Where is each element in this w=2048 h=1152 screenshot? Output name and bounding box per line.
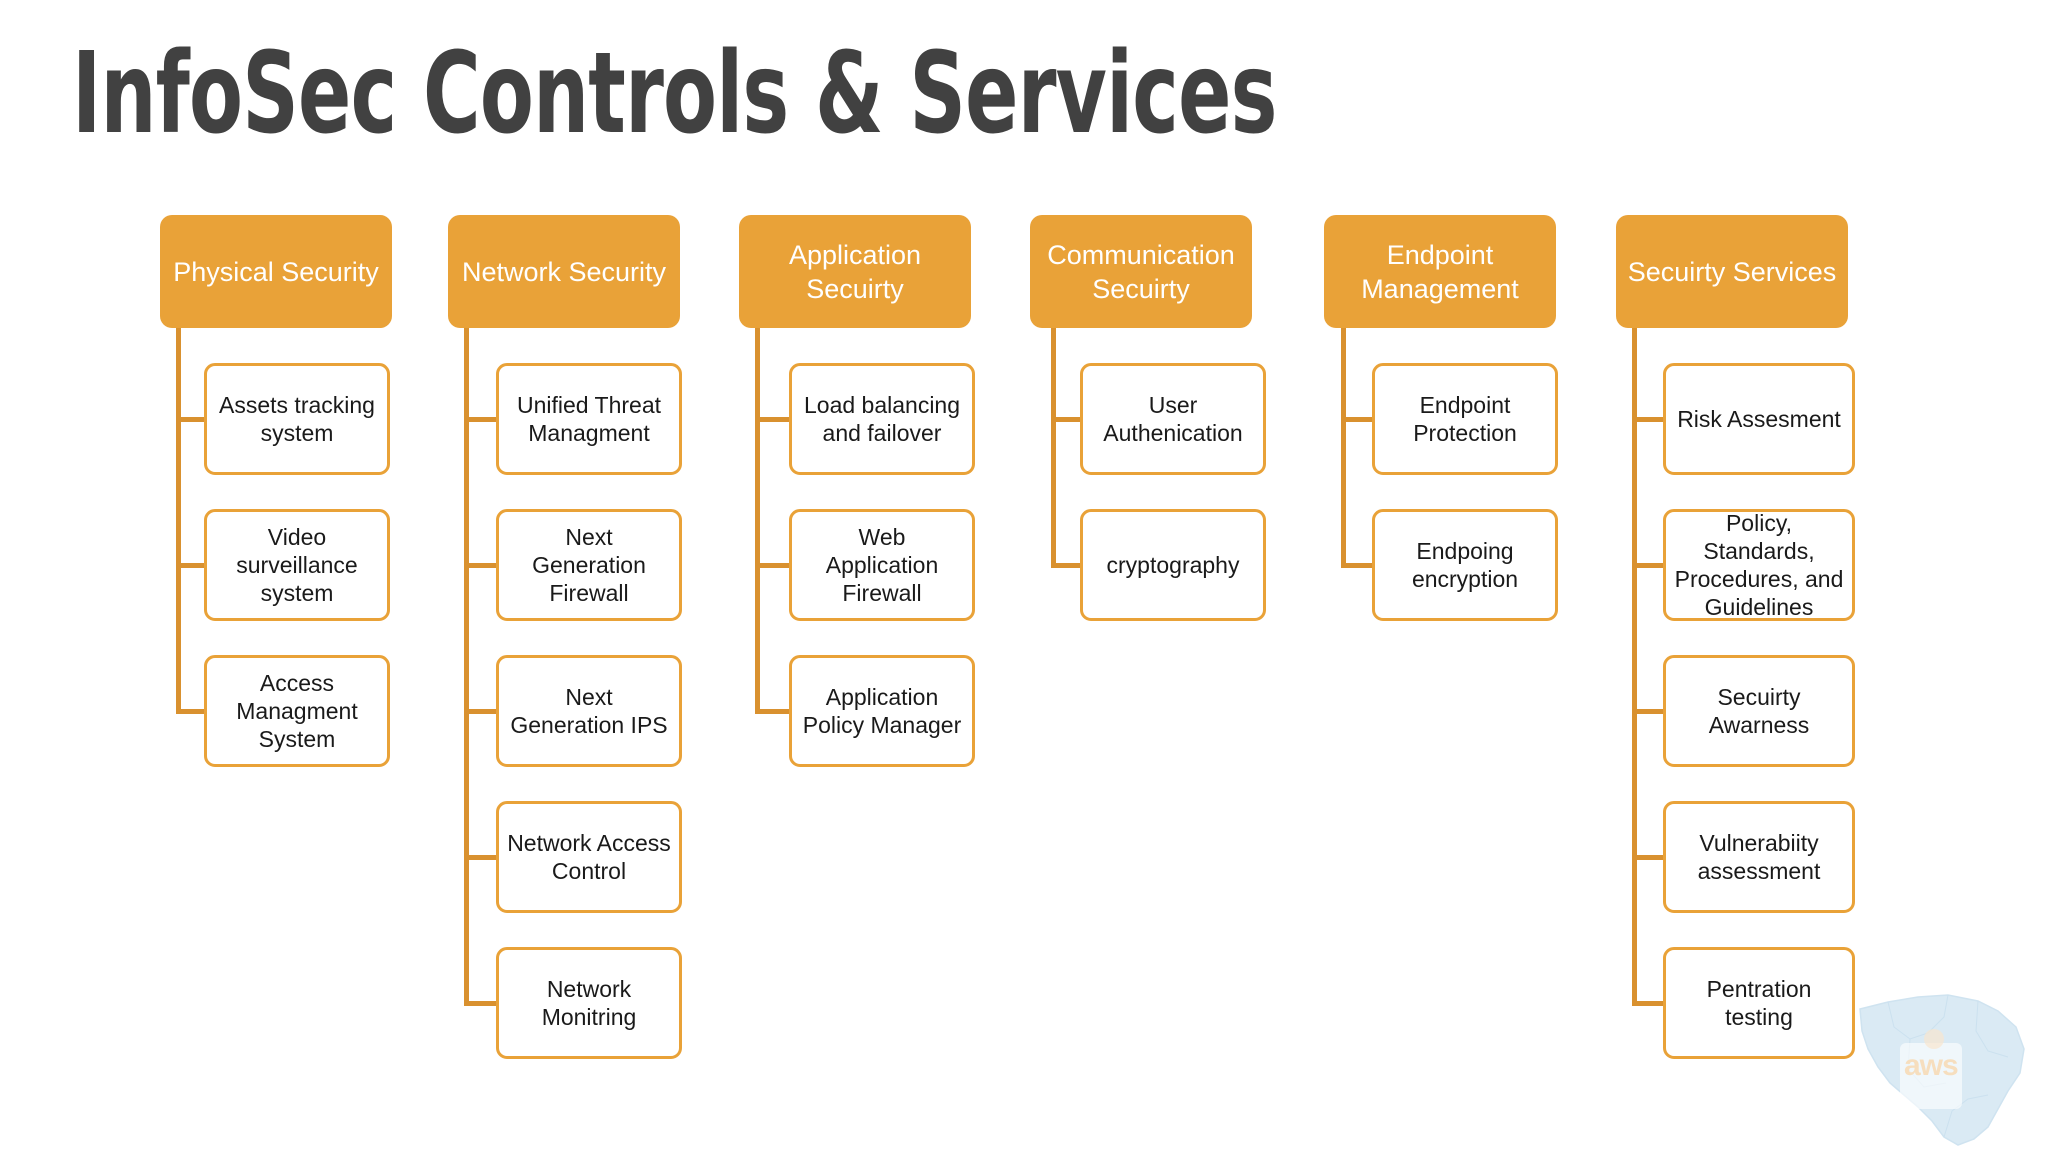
control-box[interactable]: Load balancing and failover bbox=[789, 363, 975, 475]
control-box-label: Unified Threat Managment bbox=[516, 392, 662, 446]
control-box[interactable]: User Authenication bbox=[1080, 363, 1266, 475]
connector-stub bbox=[1632, 855, 1663, 860]
page-title: InfoSec Controls & Services bbox=[72, 29, 1277, 159]
connector-stub bbox=[1051, 417, 1080, 422]
connector-stub bbox=[464, 855, 496, 860]
connector-trunk-communication-security bbox=[1051, 328, 1056, 568]
category-header-endpoint-management[interactable]: Endpoint Management bbox=[1324, 215, 1556, 328]
control-box[interactable]: Next Generation Firewall bbox=[496, 509, 682, 621]
control-box-label: Endpoint Protection bbox=[1413, 392, 1517, 446]
control-box[interactable]: Policy, Standards, Procedures, and Guide… bbox=[1663, 509, 1855, 621]
control-box[interactable]: Endpoing encryption bbox=[1372, 509, 1558, 621]
control-box[interactable]: Network Access Control bbox=[496, 801, 682, 913]
connector-trunk-physical-security bbox=[176, 328, 181, 714]
connector-stub bbox=[1051, 563, 1080, 568]
control-box[interactable]: Secuirty Awarness bbox=[1663, 655, 1855, 767]
control-box-label: Policy, Standards, Procedures, and Guide… bbox=[1674, 510, 1844, 620]
control-box-label: Web Application Firewall bbox=[825, 524, 939, 606]
control-box-label: Video surveillance system bbox=[236, 524, 358, 606]
connector-stub bbox=[176, 417, 204, 422]
category-header-label: Secuirty Services bbox=[1627, 256, 1837, 287]
control-box-label: Load balancing and failover bbox=[803, 392, 961, 446]
control-box[interactable]: Vulnerabiity assessment bbox=[1663, 801, 1855, 913]
category-header-network-security[interactable]: Network Security bbox=[448, 215, 680, 328]
control-box-label: Access Managment System bbox=[236, 670, 358, 752]
connector-stub bbox=[464, 563, 496, 568]
control-box[interactable]: Risk Assesment bbox=[1663, 363, 1855, 475]
category-header-label: Endpoint Management bbox=[1361, 239, 1519, 304]
control-box[interactable]: Application Policy Manager bbox=[789, 655, 975, 767]
connector-stub bbox=[1341, 417, 1372, 422]
control-box-label: User Authenication bbox=[1103, 392, 1243, 446]
category-header-label: Physical Security bbox=[173, 256, 379, 287]
control-box-label: Assets tracking system bbox=[219, 392, 375, 446]
control-box-label: Vulnerabiity assessment bbox=[1697, 830, 1821, 884]
connector-stub bbox=[464, 709, 496, 714]
control-box[interactable]: Video surveillance system bbox=[204, 509, 390, 621]
connector-stub bbox=[176, 563, 204, 568]
connector-stub bbox=[1632, 1001, 1663, 1006]
category-header-application-security[interactable]: Application Secuirty bbox=[739, 215, 971, 328]
connector-trunk-network-security bbox=[464, 328, 469, 1006]
control-box-label: Endpoing encryption bbox=[1411, 538, 1519, 592]
control-box[interactable]: Endpoint Protection bbox=[1372, 363, 1558, 475]
connector-stub bbox=[755, 709, 789, 714]
category-header-label: Application Secuirty bbox=[788, 239, 922, 304]
control-box[interactable]: Assets tracking system bbox=[204, 363, 390, 475]
category-header-communication-security[interactable]: Communication Secuirty bbox=[1030, 215, 1252, 328]
connector-stub bbox=[1632, 417, 1663, 422]
connector-trunk-security-services bbox=[1632, 328, 1637, 1006]
connector-stub bbox=[464, 417, 496, 422]
control-box[interactable]: Unified Threat Managment bbox=[496, 363, 682, 475]
control-box-label: Network Monitring bbox=[541, 976, 637, 1030]
connector-stub bbox=[1632, 709, 1663, 714]
control-box[interactable]: Access Managment System bbox=[204, 655, 390, 767]
control-box-label: Application Policy Manager bbox=[802, 684, 962, 738]
control-box-label: Network Access Control bbox=[507, 830, 671, 884]
connector-stub bbox=[464, 1001, 496, 1006]
control-box[interactable]: Next Generation IPS bbox=[496, 655, 682, 767]
connector-trunk-endpoint-management bbox=[1341, 328, 1346, 568]
category-header-physical-security[interactable]: Physical Security bbox=[160, 215, 392, 328]
category-header-label: Network Security bbox=[461, 256, 667, 287]
control-box[interactable]: Pentration testing bbox=[1663, 947, 1855, 1059]
connector-stub bbox=[1341, 563, 1372, 568]
connector-trunk-application-security bbox=[755, 328, 760, 714]
control-box[interactable]: cryptography bbox=[1080, 509, 1266, 621]
control-box[interactable]: Web Application Firewall bbox=[789, 509, 975, 621]
connector-stub bbox=[176, 709, 204, 714]
connector-stub bbox=[755, 417, 789, 422]
control-box-label: Next Generation Firewall bbox=[532, 524, 646, 606]
connector-stub bbox=[755, 563, 789, 568]
category-header-security-services[interactable]: Secuirty Services bbox=[1616, 215, 1848, 328]
control-box[interactable]: Network Monitring bbox=[496, 947, 682, 1059]
control-box-label: Risk Assesment bbox=[1677, 406, 1841, 432]
control-box-label: cryptography bbox=[1106, 552, 1240, 578]
category-header-label: Communication Secuirty bbox=[1047, 239, 1235, 304]
control-box-label: Next Generation IPS bbox=[510, 684, 668, 738]
control-box-label: Pentration testing bbox=[1706, 976, 1812, 1030]
connector-stub bbox=[1632, 563, 1663, 568]
control-box-label: Secuirty Awarness bbox=[1708, 684, 1810, 738]
